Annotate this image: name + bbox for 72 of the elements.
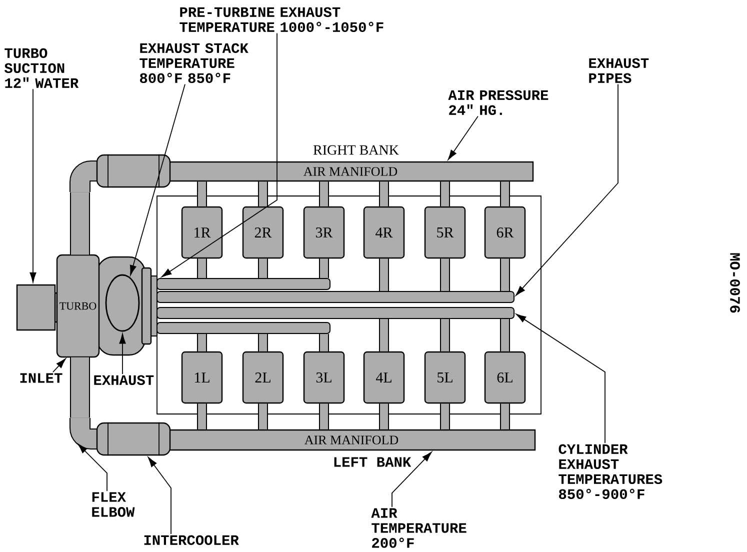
pipe-stub (319, 182, 329, 206)
leader-line (30, 88, 36, 282)
leader-line (52, 358, 66, 372)
pipe-elbow (70, 418, 98, 450)
pipe-stub (319, 258, 329, 278)
pipe-stub (197, 334, 207, 352)
cylinder-box: 3R (303, 206, 345, 259)
pipe-stub (258, 334, 268, 352)
pipe-stub (440, 182, 450, 206)
pipe-stub (258, 182, 268, 206)
intercooler (96, 422, 171, 456)
cylinder-box: 3L (303, 351, 345, 404)
leader-line (130, 84, 186, 276)
cylinder-box: 5R (424, 206, 466, 259)
bank-label: RIGHT BANK (313, 145, 399, 155)
leader-line (78, 444, 108, 492)
pipe-stub (440, 319, 450, 352)
callout-label: FLEX ELBOW (92, 492, 135, 517)
cylinder-box: 6L (484, 351, 526, 404)
pipe-elbow (70, 160, 98, 192)
engine-block-outline (156, 196, 542, 414)
leader-line (448, 116, 478, 160)
cylinder-box: 1R (181, 206, 223, 259)
pipe-stub (500, 258, 510, 291)
callout-label: AIR TEMPERATURE 200°F (371, 508, 466, 548)
pipe-stub (379, 182, 389, 206)
callout-label: EXHAUST PIPES (589, 58, 649, 84)
node-label: TURBO (60, 302, 96, 310)
cylinder-box: 5L (424, 351, 466, 404)
callout-label: EXHAUST STACK TEMPERATURE 800°F 850°F (140, 43, 248, 84)
cylinder-box: 4L (363, 351, 405, 404)
figure-code: MO-0076 (730, 253, 740, 313)
pipe-stub (258, 258, 268, 278)
leader-line (516, 84, 618, 296)
pipe-stub (258, 404, 268, 430)
manifold-bar: AIR MANIFOLD (167, 429, 536, 451)
callout-label: CYLINDER EXHAUST TEMPERATURES 850°-900°F (558, 444, 662, 500)
pipe-stub (379, 258, 389, 291)
cylinder-box: 1L (181, 351, 223, 404)
intake-pipe (70, 357, 90, 418)
intercooler (96, 154, 171, 188)
leader-line (148, 457, 172, 534)
callout-label: TURBO SUCTION 12" WATER (4, 48, 79, 88)
leader-line (516, 314, 606, 444)
cylinder-box: 4R (363, 206, 405, 259)
callout-label: AIR PRESSURE 24" HG. (448, 90, 548, 116)
pipe-stub (440, 258, 450, 291)
pipe-stub (319, 404, 329, 430)
pipe-stub (319, 334, 329, 352)
pipe-stub (197, 182, 207, 206)
pipe-stub (500, 319, 510, 352)
pipe-stub (379, 404, 389, 430)
leader-line (162, 32, 278, 278)
pipe-stub (197, 404, 207, 430)
intake-pipe (70, 192, 90, 255)
cylinder-box: 6R (484, 206, 526, 259)
callout-label: PRE-TURBINE EXHAUST TEMPERATURE 1000°-1050°F (180, 7, 384, 32)
exhaust-oval (105, 274, 140, 332)
cylinder-box: 2L (242, 351, 284, 404)
pipe-stub (500, 182, 510, 206)
callout-label: INTERCOOLER (144, 535, 239, 546)
leader-line (119, 334, 126, 374)
cylinder-box: 2R (242, 206, 284, 259)
bank-label: LEFT BANK (334, 457, 412, 467)
pipe-stub (440, 404, 450, 430)
pipe-stub (379, 319, 389, 352)
pipe-stub (197, 258, 207, 278)
leader-line (392, 452, 432, 508)
callout-label: EXHAUST (94, 375, 154, 386)
pipe-stub (500, 404, 510, 430)
manifold-bar: AIR MANIFOLD (167, 161, 534, 182)
callout-label: INLET (20, 373, 62, 383)
